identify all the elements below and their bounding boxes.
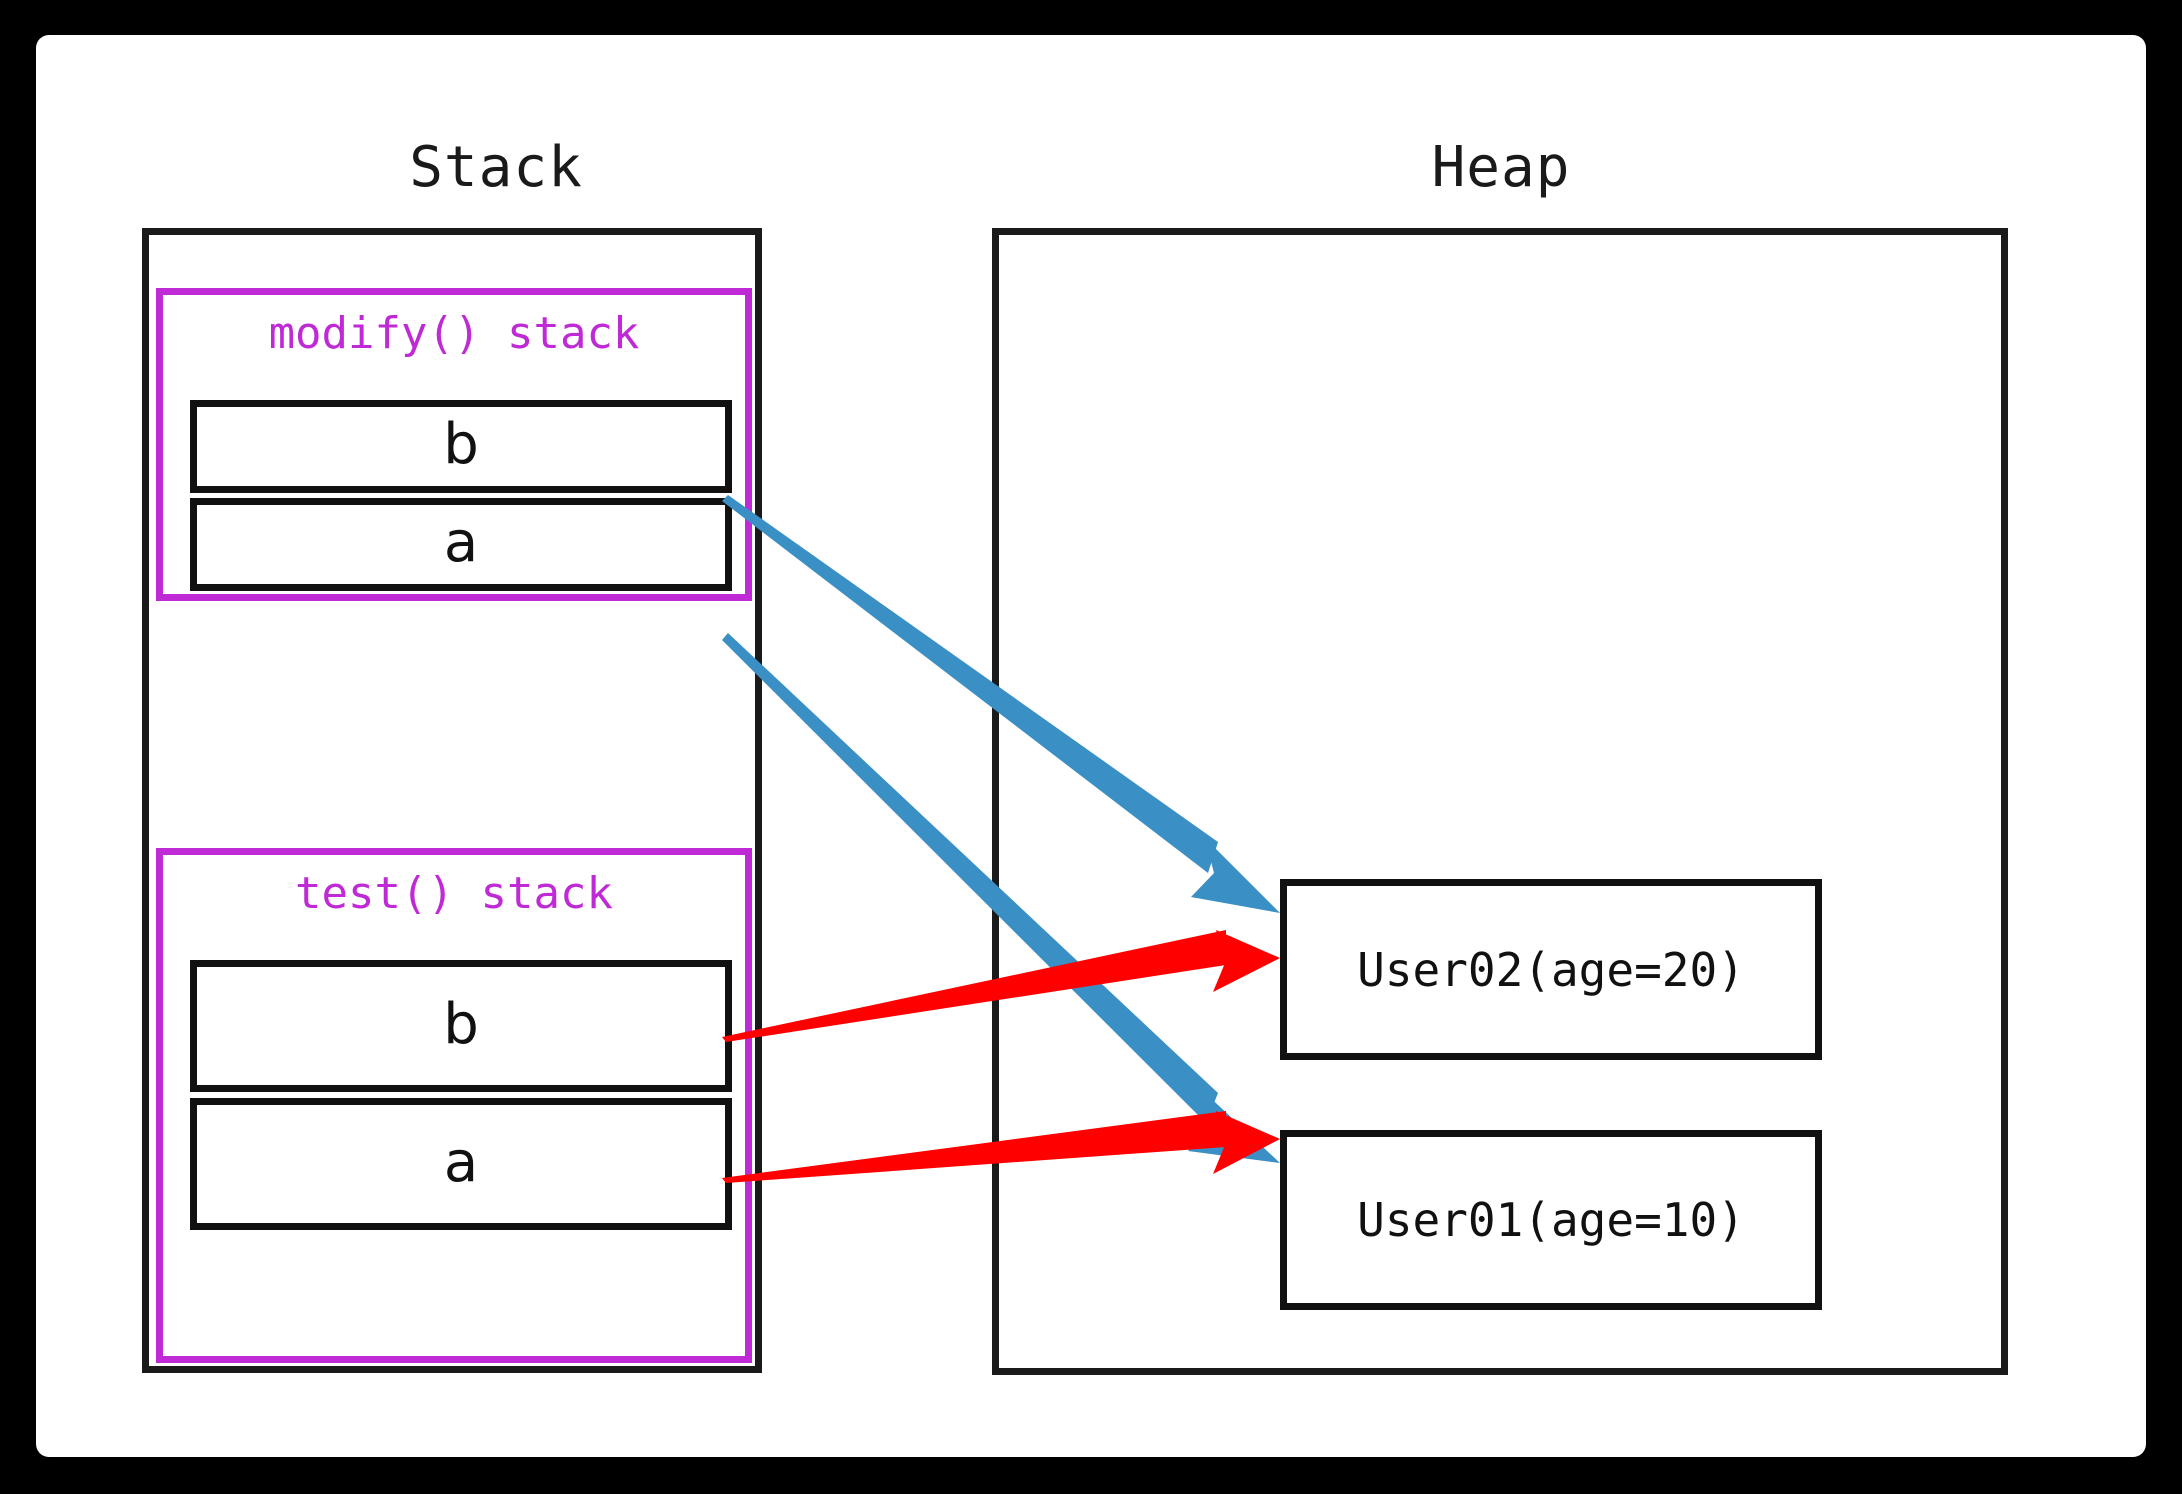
heap-object-user02: User02(age=20): [1280, 879, 1822, 1060]
modify-stack-slot-a-label: a: [443, 510, 479, 575]
modify-stack-slot-b-label: b: [443, 412, 479, 477]
stack-title: Stack: [409, 135, 583, 200]
modify-stack-frame-label: modify() stack: [268, 308, 640, 359]
modify-stack-slot-b: b: [190, 400, 732, 493]
test-stack-slot-b-label: b: [443, 991, 479, 1057]
test-stack-slot-a: a: [190, 1098, 732, 1230]
heap-object-user02-label: User02(age=20): [1357, 942, 1745, 997]
modify-stack-frame: [156, 288, 752, 601]
test-stack-slot-b: b: [190, 960, 732, 1092]
modify-stack-slot-a: a: [190, 498, 732, 591]
heap-object-user01-label: User01(age=10): [1357, 1193, 1745, 1247]
heap-title: Heap: [1431, 135, 1571, 200]
test-stack-frame-label: test() stack: [295, 868, 613, 919]
diagram-card: Stack Heap modify() stack b a test() sta…: [36, 35, 2146, 1457]
heap-object-user01: User01(age=10): [1280, 1130, 1822, 1310]
test-stack-slot-a-label: a: [443, 1129, 479, 1195]
